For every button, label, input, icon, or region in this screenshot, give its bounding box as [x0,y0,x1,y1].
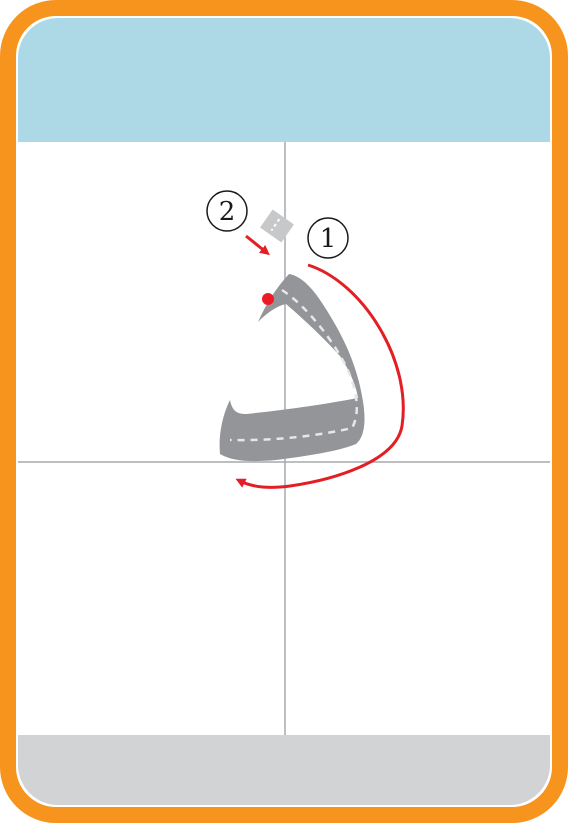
step-one-number: 1 [320,224,337,254]
footer-band [18,735,550,805]
start-dot [262,293,274,305]
header-band [18,18,550,142]
step-two-badge: 2 [207,191,247,231]
step-two-number: 2 [219,197,236,227]
step-one-badge: 1 [308,218,348,258]
